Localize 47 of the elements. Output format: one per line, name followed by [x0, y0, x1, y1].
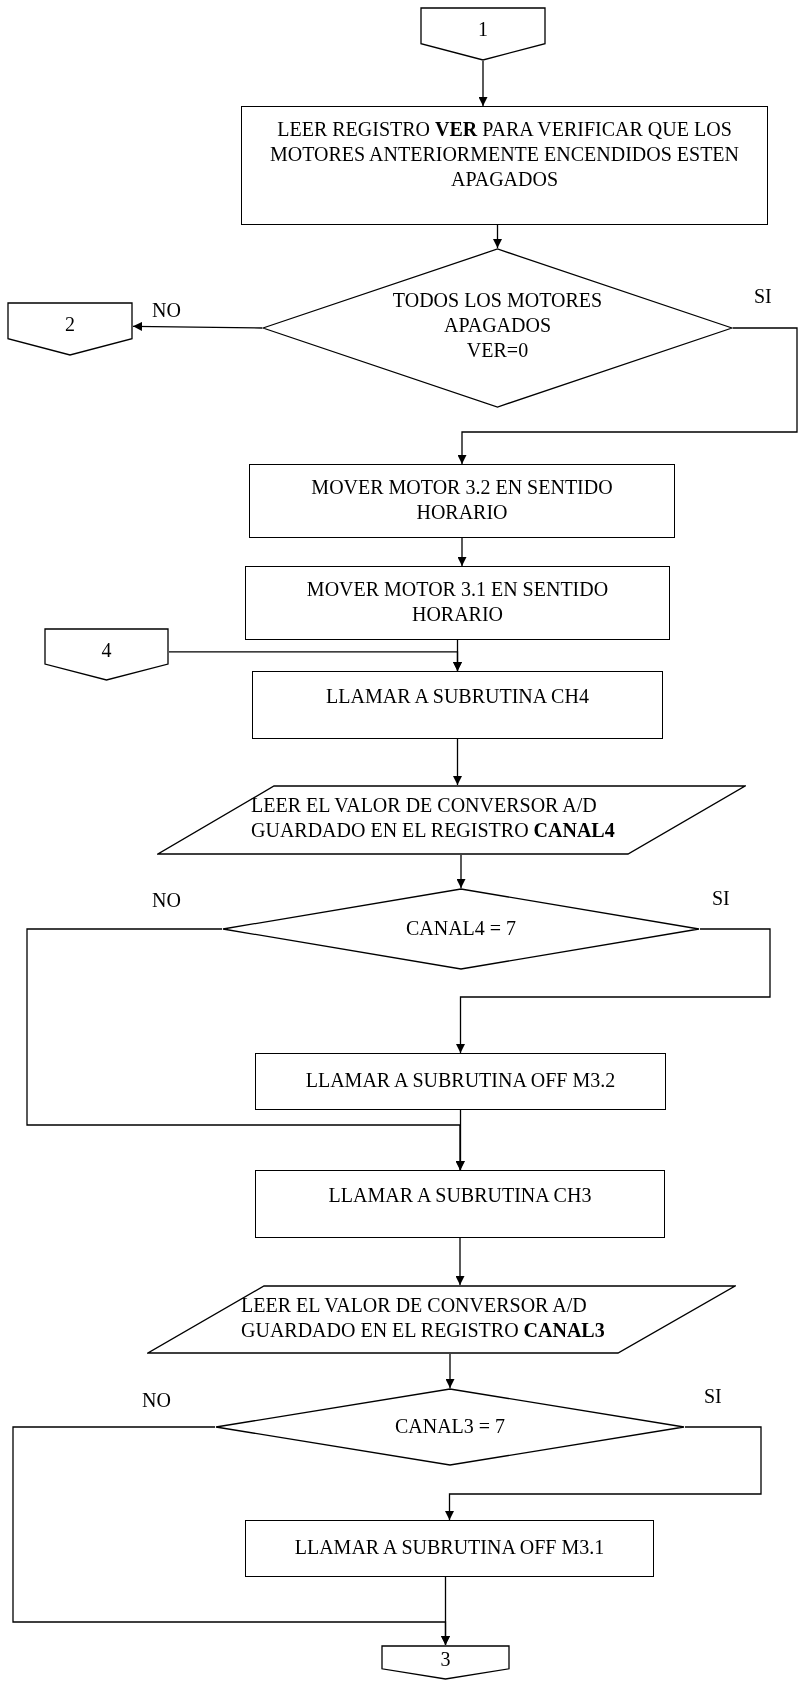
node-text: LEER REGISTRO VER PARA VERIFICAR QUE LOS MOTORES ANTERIORMENTE ENCENDIDOS ESTEN APAGADOS	[269, 117, 740, 192]
node-text: MOVER MOTOR 3.2 EN SENTIDO HORARIO	[310, 475, 614, 525]
arrow	[493, 224, 502, 249]
node-text: VER=0	[466, 338, 529, 363]
offpage-connector	[7, 302, 133, 356]
node-text: LLAMAR A SUBRUTINA OFF M3.1	[294, 1535, 605, 1560]
process-box	[255, 1170, 665, 1238]
process-box	[245, 566, 670, 640]
arrow	[441, 1576, 450, 1646]
arrow	[453, 738, 462, 786]
arrow	[445, 1353, 455, 1389]
node-text: CANAL3 = 7	[394, 1414, 506, 1439]
offpage-connector	[381, 1645, 510, 1680]
node-text: 3	[440, 1647, 451, 1672]
node-text: LLAMAR A SUBRUTINA CH3	[328, 1183, 592, 1208]
node-text: LEER EL VALOR DE CONVERSOR A/D GUARDADO EN EL REGISTRO CANAL3	[241, 1293, 606, 1343]
data-parallelogram	[157, 785, 746, 855]
process-box	[241, 106, 768, 225]
process-box	[252, 671, 663, 739]
process-box	[245, 1520, 654, 1577]
node-text: 1	[478, 17, 488, 42]
arrow	[455, 1237, 465, 1286]
arrow	[445, 1426, 762, 1521]
arrow	[456, 1109, 465, 1171]
arrow	[456, 854, 466, 889]
node-text: 4	[101, 638, 112, 663]
arrow	[168, 651, 462, 672]
node-text: MOVER MOTOR 3.1 EN SENTIDO HORARIO	[305, 577, 610, 627]
process-box	[255, 1053, 666, 1110]
node-text: LLAMAR A SUBRUTINA OFF M3.2	[305, 1068, 616, 1093]
arrow	[457, 537, 467, 567]
node-text: TODOS LOS MOTORES APAGADOS	[391, 288, 604, 338]
data-parallelogram	[147, 1285, 736, 1354]
arrow	[457, 327, 798, 465]
node-text: LEER EL VALOR DE CONVERSOR A/D GUARDADO EN EL REGISTRO CANAL4	[251, 793, 616, 843]
offpage-connector	[420, 7, 546, 61]
node-text: 2	[65, 312, 75, 337]
node-text: LLAMAR A SUBRUTINA CH4	[326, 684, 589, 709]
process-box	[249, 464, 675, 538]
decision-diamond	[262, 248, 733, 408]
decision-diamond	[215, 1388, 685, 1466]
arrow	[132, 321, 263, 331]
arrow	[478, 60, 488, 107]
decision-diamond	[222, 888, 700, 970]
offpage-connector	[44, 628, 169, 681]
arrow	[456, 928, 771, 1054]
node-text: CANAL4 = 7	[405, 916, 517, 941]
